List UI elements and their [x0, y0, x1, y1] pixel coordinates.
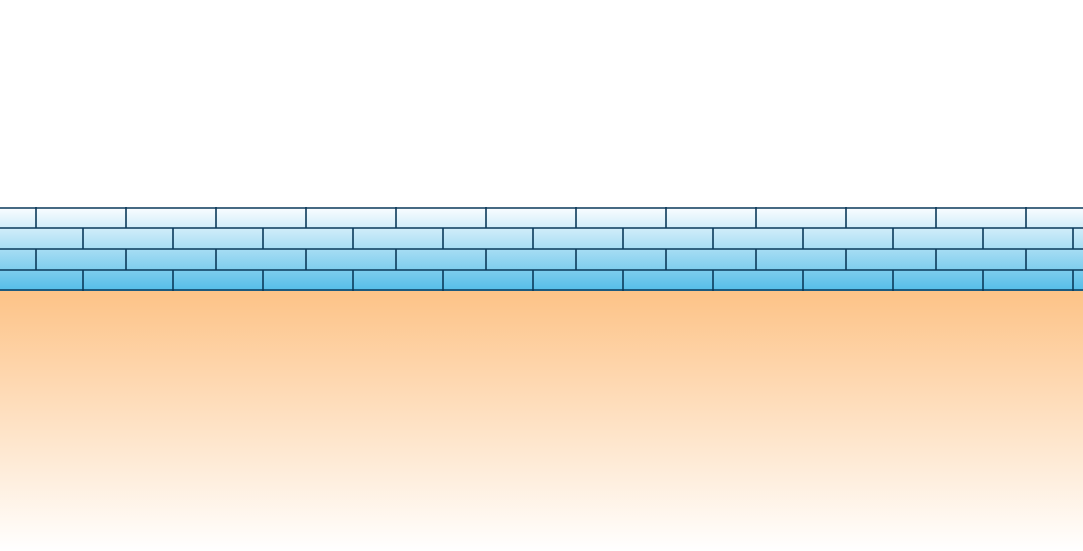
sky-background	[0, 0, 1083, 207]
brick-wall-graphic	[0, 207, 1083, 291]
sand-ground	[0, 291, 1083, 551]
brick-wall	[0, 207, 1083, 291]
